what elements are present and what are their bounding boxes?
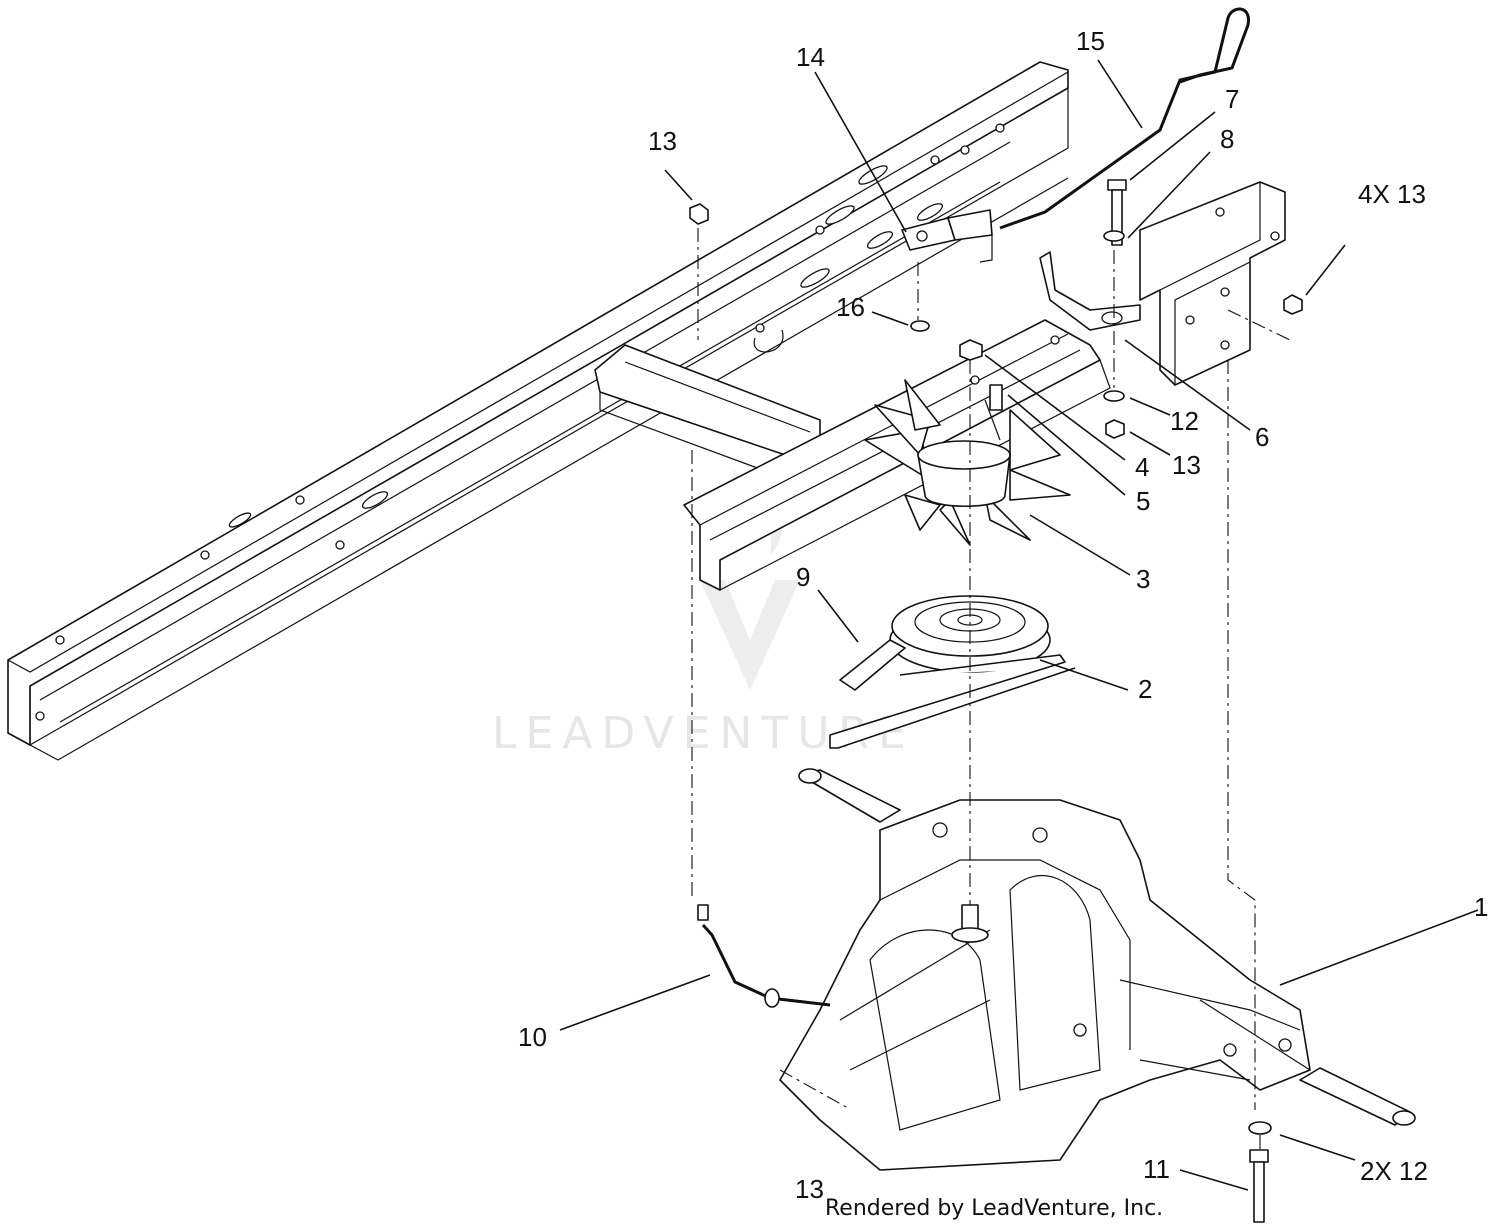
callout-13-mid: 13 (1172, 450, 1201, 480)
callout-11: 11 (1143, 1154, 1170, 1184)
callout-13-bottom: 13 (795, 1174, 824, 1204)
callout-15: 15 (1076, 26, 1105, 56)
callout-8: 8 (1220, 124, 1234, 154)
callout-4: 4 (1135, 452, 1149, 482)
callout-5: 5 (1136, 486, 1150, 516)
part-3-fan (864, 379, 1071, 546)
part-15-rod (999, 7, 1250, 230)
callout-10: 10 (518, 1022, 547, 1052)
part-6-lever (1039, 251, 1141, 331)
callout-9: 9 (796, 562, 810, 592)
callout-12: 12 (1170, 406, 1199, 436)
callout-7: 7 (1225, 84, 1239, 114)
callout-1: 1 (1474, 892, 1488, 922)
callout-labels: 1 2 3 4 5 6 7 8 9 10 11 12 2X 12 13 13 1… (518, 26, 1488, 1204)
callout-2: 2 (1138, 674, 1152, 704)
callout-3: 3 (1136, 564, 1150, 594)
callout-14: 14 (796, 42, 825, 72)
leader-lines (559, 59, 1479, 1191)
callout-16: 16 (836, 292, 865, 322)
callout-13-top: 13 (648, 126, 677, 156)
part-10-linkage (697, 904, 831, 1008)
part-9-belt (829, 639, 1076, 749)
part-14-bracket (901, 209, 993, 263)
callout-6: 6 (1255, 422, 1269, 452)
assembly-center-lines (691, 228, 1291, 1150)
callout-2x-12: 2X 12 (1360, 1156, 1428, 1186)
chassis-frame (7, 61, 1286, 761)
callout-4x-13: 4X 13 (1358, 179, 1426, 209)
render-credit: Rendered by LeadVenture, Inc. (825, 1196, 1163, 1221)
